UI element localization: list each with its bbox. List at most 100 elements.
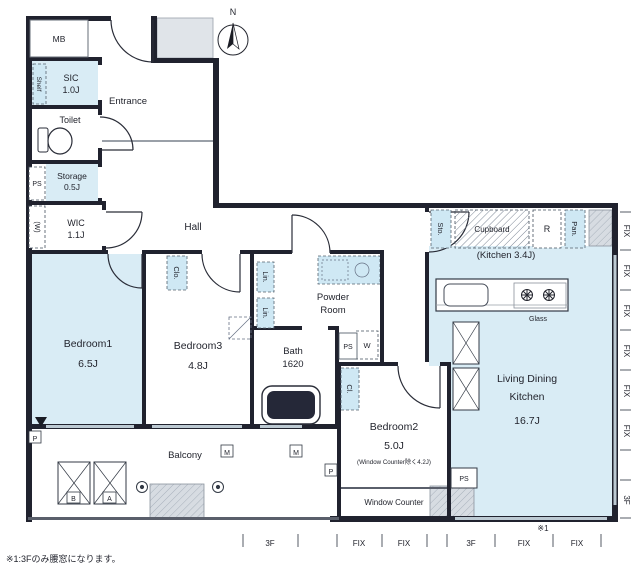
label-refrigerator: R (544, 224, 551, 234)
label-sic: SIC (63, 73, 79, 83)
label-powder-2: Room (320, 305, 345, 316)
label-cupboard: Cupboard (474, 225, 509, 234)
label-water-heater: (W) (33, 221, 40, 232)
label-storage: Storage (57, 171, 87, 181)
pantry-box (564, 209, 586, 249)
bottom-label-4: FIX (518, 539, 531, 548)
right-fix-3: FIX (622, 345, 631, 358)
label-glass: Glass (529, 316, 547, 323)
balcony-equipment (57, 461, 224, 505)
label-marker-p1: P (33, 436, 38, 443)
label-shelf: Shelf (35, 77, 42, 92)
label-powder-1: Powder (317, 292, 349, 303)
storage-sto (430, 209, 452, 249)
bottom-ticks (242, 534, 602, 547)
pipe-space-left (28, 166, 46, 201)
label-ldk-1: Living Dining (497, 373, 557, 385)
closet-bedroom2 (340, 367, 360, 411)
exterior-corridor (156, 17, 214, 59)
annotation-layer: 3F FIX FIX 3F FIX FIX FIX FIX FIX FIX FI… (6, 211, 631, 564)
label-sto: Sto. (436, 222, 445, 235)
compass-needle (227, 23, 233, 49)
label-toilet: Toilet (59, 115, 81, 125)
label-box-a: A (107, 496, 112, 503)
fixture-layer (28, 19, 586, 505)
sic-shelf (32, 63, 47, 105)
label-linen-1: Lin. (261, 271, 268, 282)
kitchen-sink (443, 283, 489, 307)
stove-burners (521, 289, 555, 301)
compass-n-label: N (230, 7, 237, 17)
kitchen-counter (435, 278, 569, 312)
label-marker-m1: M (224, 450, 230, 457)
right-fix-1: FIX (622, 265, 631, 278)
door-layer (99, 19, 470, 409)
water-heater-box (28, 205, 46, 249)
size-ldk: 16.7J (514, 415, 540, 427)
size-storage: 0.5J (64, 182, 80, 192)
triangle-marker (35, 417, 47, 427)
right-fix-4: FIX (622, 385, 631, 398)
window-layer (28, 140, 617, 520)
linen-cabinet-2 (256, 297, 275, 329)
label-bedroom2: Bedroom2 (370, 421, 419, 433)
footnote: ※1:3Fのみ腰窓になります。 (6, 553, 121, 564)
ldk-wardrobes (452, 321, 480, 411)
bottom-label-3: 3F (466, 539, 475, 548)
label-layer: MB Shelf SIC 1.0J Toilet Entrance PS Sto… (32, 34, 579, 507)
compass: N (217, 7, 249, 56)
toilet-fixture (37, 127, 73, 155)
right-3f: 3F (622, 495, 631, 504)
label-clo-bedroom3: Clo. (172, 266, 181, 279)
ref-marker: ※1 (537, 524, 549, 533)
label-hall: Hall (184, 222, 201, 233)
label-bedroom1: Bedroom1 (64, 338, 113, 350)
label-ldk-2: Kitchen (509, 391, 544, 403)
room-fill-layer (32, 61, 612, 516)
size-sic: 1.0J (62, 85, 79, 95)
bottom-label-0: 3F (265, 539, 274, 548)
note-bedroom2: (Window Counter除く4.2J) (357, 458, 431, 466)
bottom-label-1: FIX (353, 539, 366, 548)
pipe-space-powder (338, 332, 358, 360)
label-pantry: Pan. (570, 221, 579, 236)
label-marker-m2: M (293, 450, 299, 457)
cupboard-box (454, 209, 530, 249)
size-bedroom1: 6.5J (78, 358, 98, 370)
linen-cabinet-1 (256, 261, 275, 293)
column-layer (149, 209, 613, 519)
label-mb: MB (53, 34, 66, 44)
bottom-label-2: FIX (398, 539, 411, 548)
right-ticks (620, 211, 631, 519)
dashed-box-bedroom3 (228, 316, 252, 340)
right-fix-5: FIX (622, 425, 631, 438)
bottom-label-5: FIX (571, 539, 584, 548)
small-markers (28, 417, 338, 477)
label-ps-living: PS (459, 476, 469, 483)
pipe-space-living (450, 467, 478, 489)
label-cl-bedroom2: Cl. (345, 384, 354, 393)
size-bedroom3: 4.8J (188, 360, 208, 372)
label-window-counter: Window Counter (364, 498, 423, 507)
label-balcony: Balcony (168, 450, 202, 461)
label-bedroom3: Bedroom3 (174, 340, 223, 352)
label-marker-p2: P (329, 469, 334, 476)
label-wic: WIC (67, 218, 85, 228)
refrigerator-space (532, 209, 562, 249)
label-box-b: B (71, 496, 76, 503)
size-bath: 1620 (282, 359, 303, 370)
label-kitchen: (Kitchen 3.4J) (477, 250, 536, 261)
right-fix-0: FIX (622, 225, 631, 238)
label-ps-left: PS (32, 181, 42, 188)
meter-box (29, 19, 89, 58)
label-bath: Bath (283, 346, 303, 357)
closet-bedroom3 (166, 255, 188, 291)
stove (513, 282, 567, 309)
label-linen-2: Lin. (261, 307, 268, 318)
size-bedroom2: 5.0J (384, 440, 404, 452)
label-ps-powder: PS (343, 344, 353, 351)
right-fix-2: FIX (622, 305, 631, 318)
bathtub (261, 385, 321, 425)
label-washer: W (363, 341, 371, 350)
